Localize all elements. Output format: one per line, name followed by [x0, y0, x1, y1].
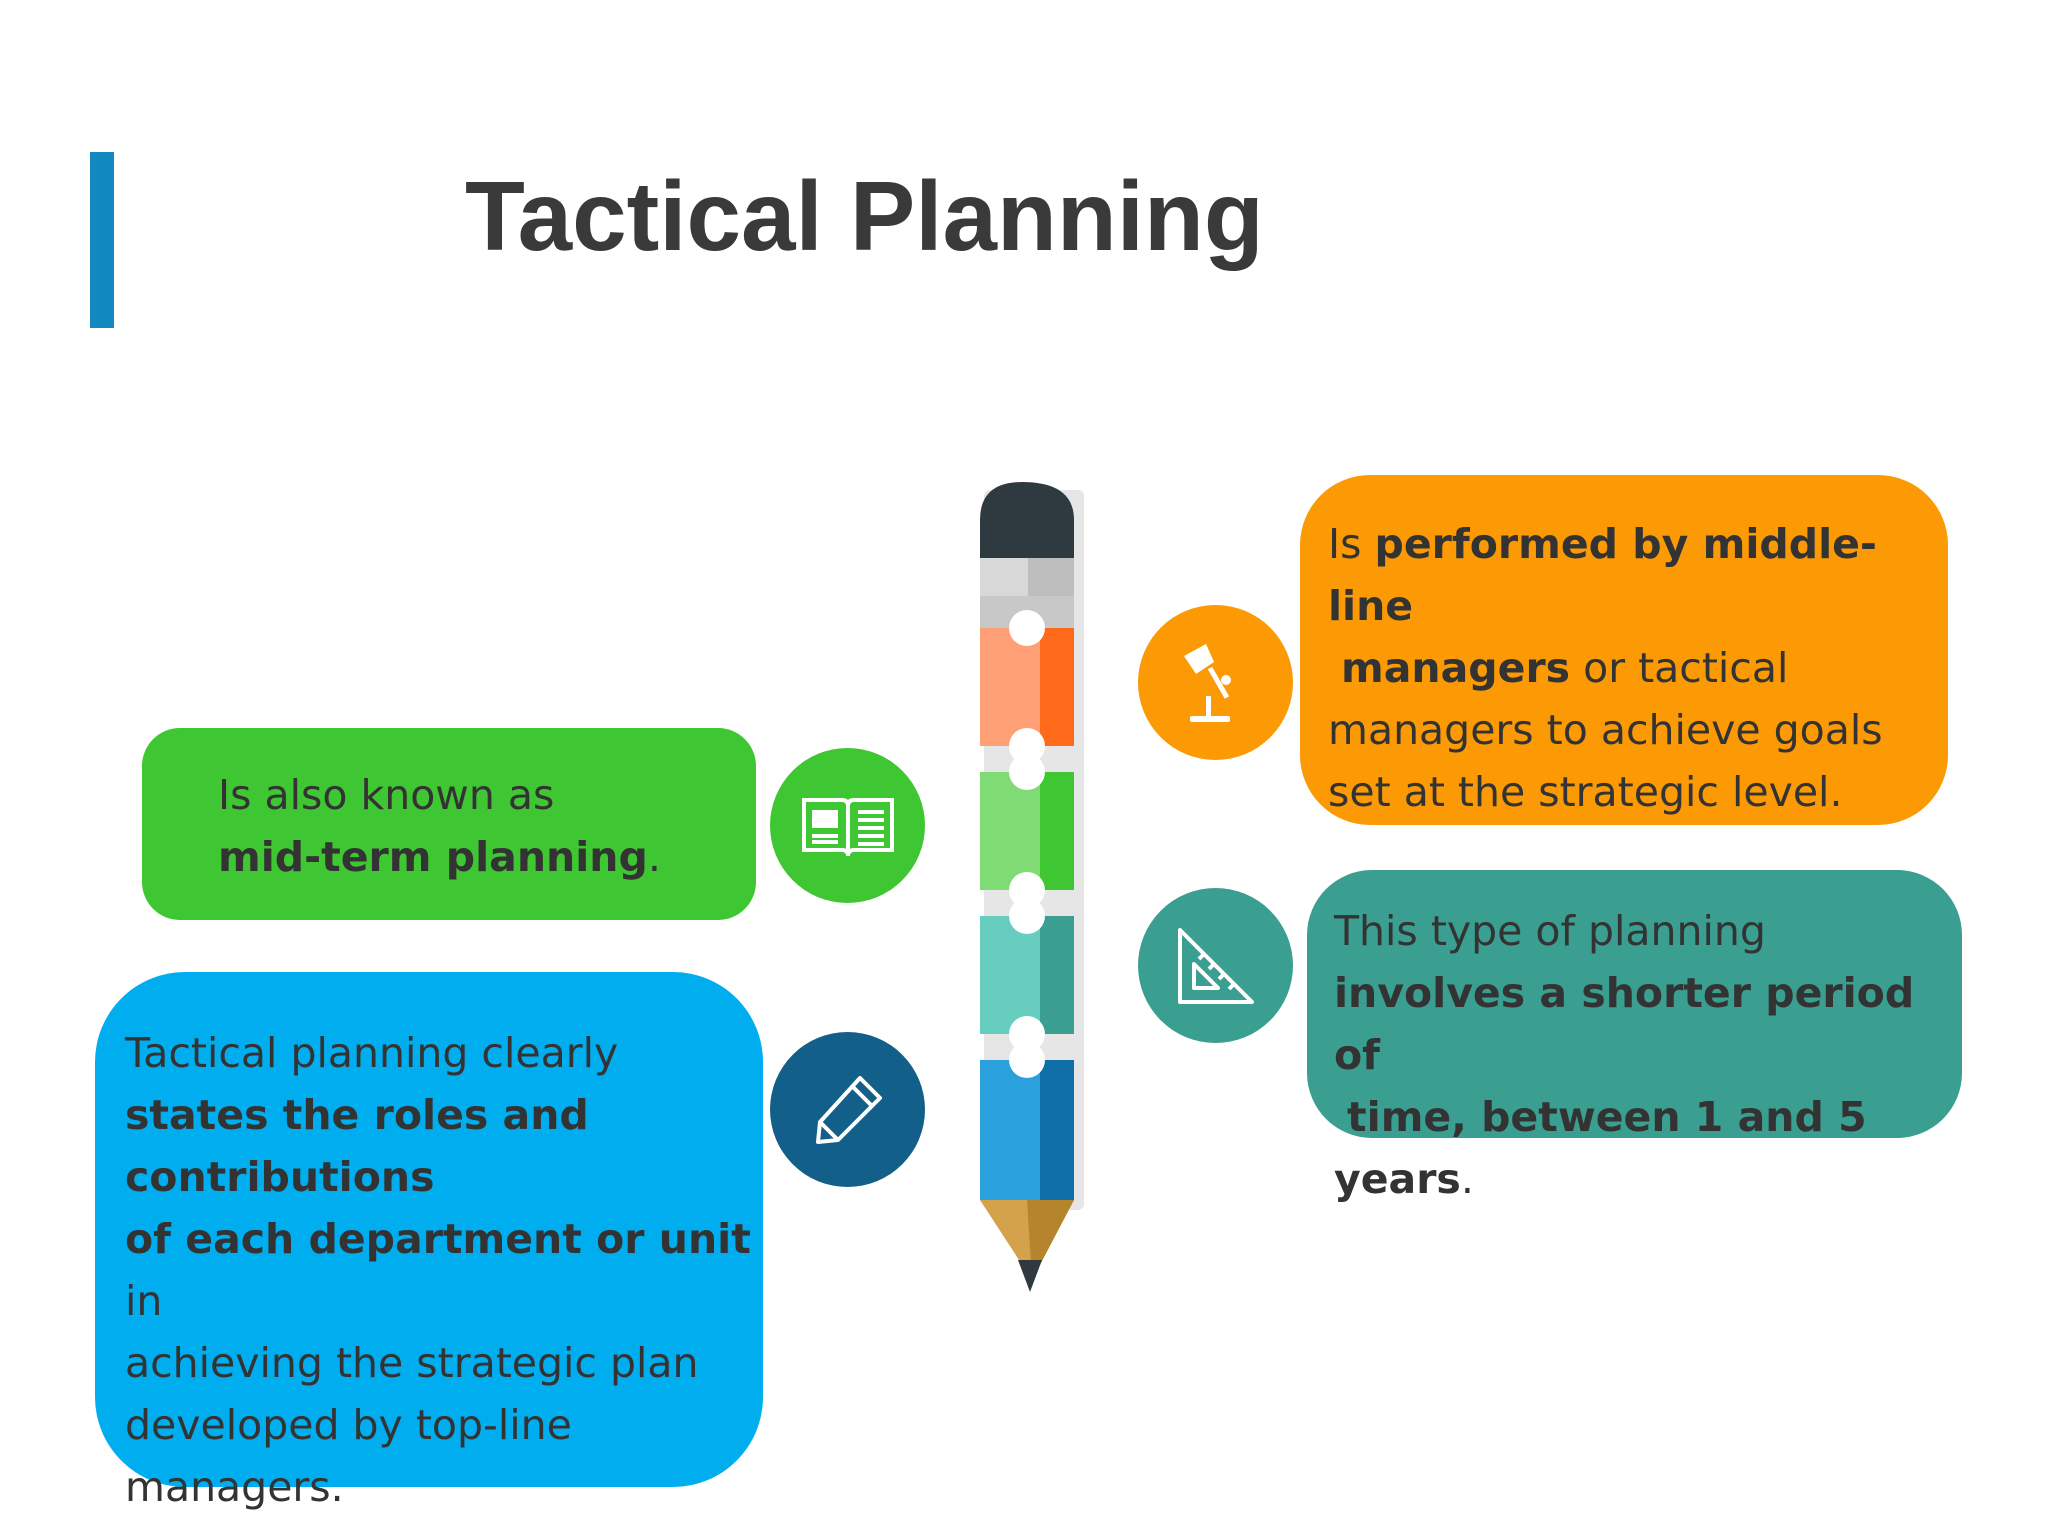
box-shorter-period: This type of planning involves a shorter…: [1307, 870, 1962, 1203]
box-text: .: [647, 833, 661, 881]
pencil-eraser: [980, 482, 1074, 558]
pencil-connector: [1009, 1042, 1045, 1078]
pencil-lead: [1018, 1260, 1042, 1292]
box-text: Is: [1328, 520, 1375, 568]
desk-lamp-icon-circle: [1138, 605, 1293, 760]
box-roles-contributions: Tactical planning clearly states the rol…: [95, 972, 763, 1511]
box-text: achieving the strategic plan: [125, 1339, 699, 1387]
pencil-connector: [1009, 728, 1045, 764]
set-square-ruler-icon: [1177, 927, 1254, 1004]
box-bold-text: involves a shorter period of: [1334, 969, 1915, 1079]
box-text: Is also known as: [218, 771, 555, 819]
box-bold-text: managers: [1341, 644, 1571, 692]
box-text: in: [125, 1277, 163, 1325]
box-bold-text: of each department or unit: [125, 1215, 751, 1263]
box-bold-text: time, between 1 and 5 years: [1334, 1093, 1867, 1203]
box-text: managers to achieve goals: [1328, 706, 1883, 754]
set-square-ruler-icon-circle: [1138, 888, 1293, 1043]
open-book-icon: [801, 797, 894, 856]
pencil-icon: [815, 1075, 882, 1144]
open-book-icon-circle: [770, 748, 925, 903]
box-text: developed by top-line: [125, 1401, 572, 1449]
pencil-illustration: [980, 482, 1084, 1292]
pencil-connector: [1009, 872, 1045, 908]
box-bold-text: states the roles and: [125, 1091, 589, 1139]
box-text: managers.: [125, 1463, 344, 1511]
box-text: This type of planning: [1334, 907, 1766, 955]
desk-lamp-icon: [1183, 643, 1231, 722]
pencil-segment-teal-shade: [1040, 916, 1074, 1034]
pencil-connector: [1009, 610, 1045, 646]
pencil-ferrule-shade: [1028, 558, 1074, 596]
pencil-connector: [1009, 754, 1045, 790]
box-text: or tactical: [1570, 644, 1789, 692]
box-text: .: [1460, 1155, 1474, 1203]
box-text: set at the strategic level.: [1328, 768, 1843, 816]
pencil-connector: [1009, 1016, 1045, 1052]
box-bold-text: contributions: [125, 1153, 435, 1201]
slide-title: Tactical Planning: [465, 161, 1264, 271]
box-middle-line-managers: Is performed by middle-line managers or …: [1300, 475, 1948, 825]
box-mid-term-planning: Is also known as mid-term planning.: [142, 728, 756, 920]
box-bold-text: performed by middle-line: [1328, 520, 1877, 630]
box-bold-text: mid-term planning: [218, 833, 648, 881]
box-text: Tactical planning clearly: [125, 1029, 619, 1077]
pencil-icon-circle: [770, 1032, 925, 1187]
pencil-segment-green-shade: [1040, 772, 1074, 890]
title-accent-bar: [90, 152, 114, 328]
pencil-segment-orange-shade: [1040, 628, 1074, 746]
pencil-connector: [1009, 898, 1045, 934]
pencil-segment-blue-shade: [1040, 1060, 1074, 1200]
